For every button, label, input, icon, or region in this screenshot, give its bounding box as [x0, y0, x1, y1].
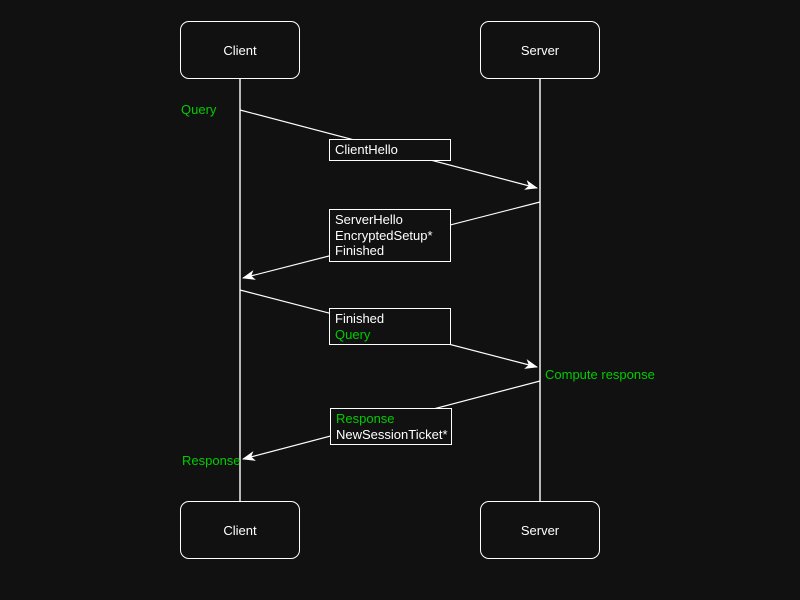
message-line: ServerHello	[335, 212, 403, 227]
message-line: Finished	[335, 243, 385, 258]
actor-client-top-label: Client	[223, 42, 257, 58]
actor-client-top: Client	[180, 21, 300, 79]
message-finished-query: Finished Query	[329, 308, 451, 345]
message-response-ticket: Response NewSessionTicket*	[330, 408, 452, 445]
annotation-response: Response	[182, 453, 241, 468]
message-line: EncryptedSetup*	[335, 227, 433, 243]
message-server-hello: ServerHello EncryptedSetup* Finished	[329, 209, 451, 262]
actor-server-bottom: Server	[480, 501, 600, 559]
actor-server-bottom-label: Server	[520, 522, 560, 538]
message-line-response: Response	[336, 411, 395, 426]
message-line: ClientHello	[335, 142, 398, 157]
annotation-query: Query	[181, 102, 217, 117]
actor-client-bottom: Client	[180, 501, 300, 559]
message-line: Finished	[335, 311, 385, 326]
actor-server-top-label: Server	[520, 42, 560, 58]
message-line: NewSessionTicket*	[336, 426, 448, 442]
actor-client-bottom-label: Client	[223, 522, 257, 538]
message-line-query: Query	[335, 326, 371, 342]
annotation-compute-response: Compute response	[545, 367, 655, 382]
actor-server-top: Server	[480, 21, 600, 79]
message-client-hello: ClientHello	[329, 139, 451, 161]
